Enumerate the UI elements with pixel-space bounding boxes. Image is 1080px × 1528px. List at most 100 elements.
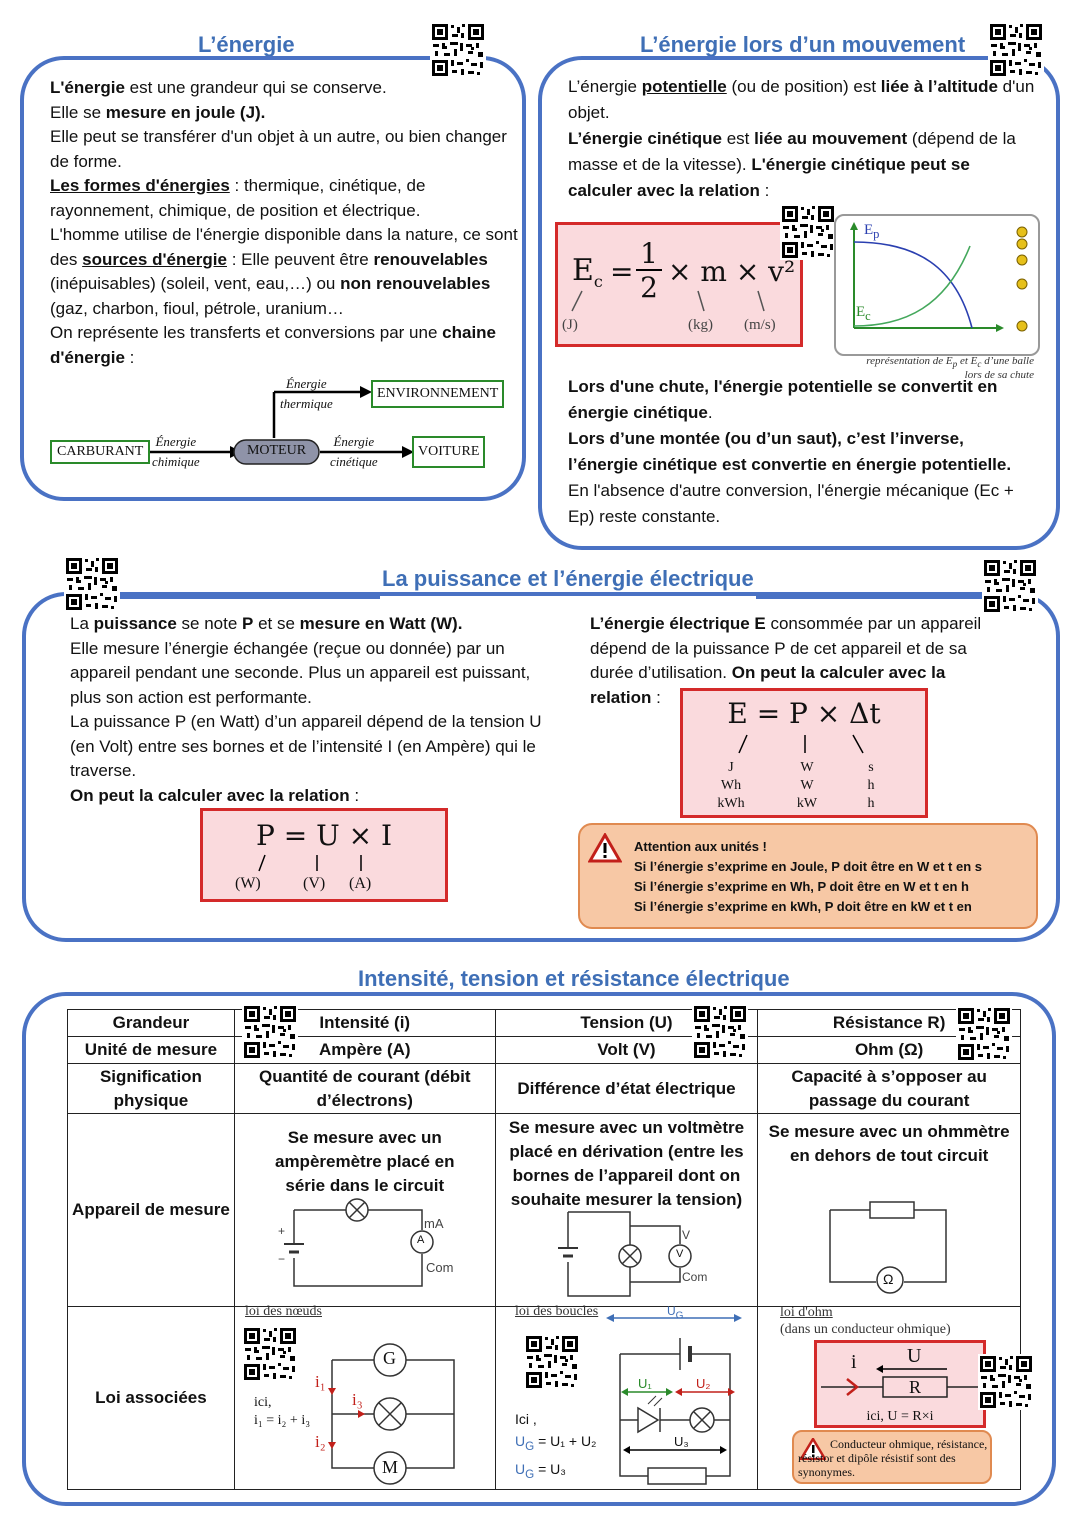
- table-row: Grandeur Intensité (i) Tension (U) Résis…: [67, 1009, 1021, 1037]
- qr-code-icon[interactable]: [780, 204, 836, 260]
- qr-code-icon[interactable]: [242, 1004, 298, 1060]
- current-i2: i₂: [315, 1432, 326, 1451]
- chain-environnement: ENVIRONNEMENT: [371, 380, 505, 408]
- boucles-u1-label: U₁: [638, 1376, 652, 1391]
- formula-num: 1: [636, 239, 662, 271]
- unit-ms: (m/s): [744, 317, 776, 333]
- voltmeter-com-label: Com: [682, 1270, 708, 1284]
- cell-ohmmeter: Se mesure avec un ohmmètre en dehors de …: [757, 1113, 1021, 1307]
- chain-voiture: VOITURE: [412, 436, 486, 468]
- ammeter-com-label: Com: [426, 1260, 454, 1275]
- table-row: Appareil de mesure Se mesure avec un amp…: [67, 1113, 1021, 1307]
- loi-boucles-title: loi des boucles: [515, 1304, 599, 1319]
- title-line-left: [120, 593, 380, 599]
- cell: Capacité à s’opposer au passage du coura…: [757, 1063, 1021, 1114]
- formula-den: 2: [640, 271, 658, 304]
- energie-text: L'énergie est une grandeur qui se conser…: [50, 78, 518, 367]
- cell: Loi associées: [67, 1306, 235, 1490]
- qr-code-icon[interactable]: [988, 22, 1044, 78]
- cell: Unité de mesure: [67, 1036, 235, 1064]
- graph-ec-label: Ec: [856, 304, 871, 323]
- boucles-u2-label: U₂: [696, 1376, 711, 1391]
- qr-code-icon[interactable]: [982, 558, 1038, 614]
- puissance-frame: [22, 592, 1060, 942]
- loi-noeuds-title: loi des nœuds: [245, 1304, 322, 1319]
- power-formula-eq: P = U × I: [255, 819, 393, 852]
- puissance-text-right: L’énergie électrique E consommée par un …: [590, 614, 982, 707]
- qr-code-icon[interactable]: [64, 556, 120, 612]
- power-formula: P = U × I (W) (V) (A): [200, 808, 448, 902]
- mouvement-text-bottom: Lors d'une chute, l'énergie potentielle …: [568, 377, 1014, 526]
- cell-voltmeter: Se mesure avec un voltmètre placé en dér…: [494, 1113, 759, 1307]
- noeuds-circuit: G M i₁ i₂ i₃: [312, 1338, 462, 1488]
- kinetic-energy-formula: Ec = 1 2 × m × v² (J) (kg) (m/s): [555, 222, 803, 347]
- formula-eq: =: [610, 255, 634, 288]
- ohm-synonyms-warning: Conducteur ohmique, résistance, résistor…: [792, 1430, 992, 1484]
- table-row: Unité de mesure Ampère (A) Volt (V) Ohm …: [67, 1036, 1021, 1064]
- unit-a: (A): [349, 875, 372, 892]
- table-row: Signification physique Quantité de coura…: [67, 1063, 1021, 1114]
- mouvement-frame: [538, 56, 1060, 550]
- qr-code-icon[interactable]: [956, 1006, 1012, 1062]
- ohm-i-label: i: [851, 1351, 857, 1373]
- generator-g: G: [383, 1348, 396, 1368]
- graph-caption: représentation de Ep et Ec d’une balle l…: [866, 355, 1034, 382]
- unit-v: (V): [303, 875, 326, 892]
- table-frame: [22, 992, 1056, 1506]
- loi-ohm-title: loi d'ohm (dans un conducteur ohmique): [780, 1305, 951, 1337]
- qr-code-icon[interactable]: [242, 1326, 298, 1382]
- voltmeter-v-label: V: [676, 1248, 684, 1260]
- unit-w: (W): [235, 875, 261, 892]
- unit-j: (J): [562, 317, 578, 333]
- ammeter-circuit: A mA Com + −: [276, 1196, 466, 1294]
- voltmeter-circuit: V V Com: [556, 1208, 716, 1300]
- qr-code-icon[interactable]: [430, 22, 486, 78]
- ohm-eq: ici, U = R×i: [866, 1409, 934, 1424]
- mouvement-title: L’énergie lors d’un mouvement: [640, 32, 966, 57]
- cell: Différence d’état électrique: [494, 1063, 759, 1114]
- energie-title: L’énergie: [198, 32, 295, 57]
- qr-code-icon[interactable]: [524, 1334, 580, 1390]
- minus-label: −: [278, 1252, 286, 1266]
- energy-formula-eq: E = P × Δt: [727, 697, 881, 730]
- puissance-title: La puissance et l’énergie électrique: [382, 566, 754, 591]
- units-warning-box: Attention aux unités ! Si l’énergie s’ex…: [578, 823, 1038, 929]
- ohm-r-label: R: [909, 1377, 922, 1397]
- loi-noeuds-eq: ici,i₁ = i₂ + i₃: [254, 1395, 311, 1428]
- energie-frame: [20, 56, 526, 501]
- formula-rest: × m × v²: [668, 255, 796, 288]
- puissance-text-left: La puissance se note P et se mesure en W…: [70, 614, 542, 805]
- ohm-u-label: U: [907, 1345, 922, 1367]
- ammeter-a-label: A: [417, 1234, 425, 1246]
- motor-m: M: [382, 1457, 399, 1477]
- electricity-table: Grandeur Intensité (i) Tension (U) Résis…: [67, 1009, 1021, 1490]
- table-title: Intensité, tension et résistance électri…: [358, 966, 790, 991]
- ohm-warning-text: Conducteur ohmique, résistance, résistor…: [798, 1437, 988, 1479]
- loi-boucles-eq: Ici , UG = U₁ + U₂ UG = U₃: [515, 1411, 597, 1481]
- cell: Signification physique: [67, 1063, 235, 1114]
- ohm-law-diagram: i U R ici, U = R×i: [814, 1340, 986, 1428]
- qr-code-icon[interactable]: [978, 1354, 1034, 1410]
- qr-code-icon[interactable]: [692, 1004, 748, 1060]
- formula-ec: Ec: [572, 253, 603, 291]
- plus-label: +: [278, 1224, 286, 1238]
- current-i1: i₁: [315, 1372, 326, 1391]
- boucles-circuit: UG U₁ U₂ U₃: [604, 1304, 748, 1492]
- cell: Quantité de courant (débit d’électrons): [233, 1063, 496, 1114]
- chain-carburant: CARBURANT: [50, 440, 151, 464]
- table-row: Loi associées: [67, 1306, 1021, 1490]
- voltmeter-terminal-label: V: [682, 1228, 691, 1242]
- boucles-ug-label: UG: [667, 1304, 684, 1322]
- unit-kg: (kg): [688, 317, 713, 333]
- chain-moteur: MOTEUR: [246, 443, 307, 458]
- warning-icon: [800, 1438, 826, 1460]
- mouvement-text-top: L’énergie potentielle (ou de position) e…: [568, 77, 1035, 200]
- energy-graph: Ep Ec: [834, 214, 1040, 356]
